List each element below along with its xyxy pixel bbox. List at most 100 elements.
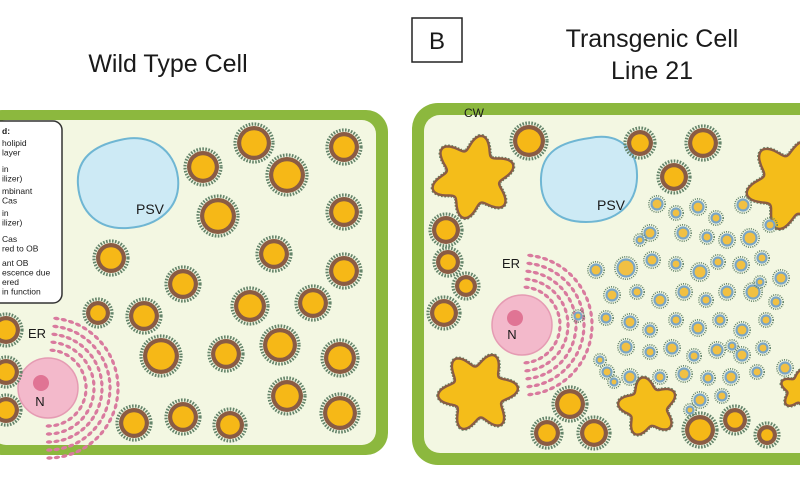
right-er-label: ER	[502, 256, 520, 271]
small-oil-body	[641, 321, 658, 338]
er-segment	[573, 277, 579, 283]
er-segment	[53, 439, 60, 444]
oil-body	[265, 153, 309, 197]
right-nucleus	[491, 294, 553, 356]
er-segment	[78, 343, 85, 348]
small-oil-body	[674, 364, 693, 383]
er-segment	[115, 373, 119, 380]
er-segment	[99, 340, 104, 346]
er-segment	[98, 372, 103, 380]
er-segment	[554, 373, 561, 379]
legend-entry-text: Cas	[2, 234, 17, 244]
er-segment	[52, 324, 59, 329]
small-oil-body	[662, 338, 681, 357]
er-segment	[567, 296, 572, 303]
er-segment	[549, 346, 555, 352]
oil-body	[164, 398, 202, 436]
small-oil-body	[620, 367, 639, 386]
er-segment	[577, 283, 583, 289]
er-segment	[545, 360, 551, 366]
er-segment	[549, 298, 555, 304]
er-segment	[587, 303, 592, 310]
small-oil-body	[632, 233, 647, 248]
er-segment	[542, 256, 549, 261]
er-segment	[59, 325, 66, 330]
er-segment	[566, 321, 570, 329]
er-segment	[581, 289, 587, 296]
er-segment	[58, 333, 65, 338]
small-oil-body	[731, 255, 750, 274]
small-oil-body	[673, 224, 692, 243]
oil-body	[576, 415, 612, 451]
er-segment	[582, 321, 586, 329]
er-segment	[532, 375, 539, 380]
er-segment	[556, 349, 562, 356]
er-segment	[552, 364, 559, 370]
oil-body-aggregate	[616, 375, 677, 437]
er-segment	[72, 348, 78, 353]
er-segment	[525, 376, 532, 381]
left-nucleus	[17, 357, 79, 419]
panel-letter: B	[429, 28, 445, 55]
er-segment	[60, 446, 68, 450]
oil-body	[183, 147, 223, 187]
er-segment	[562, 267, 568, 272]
er-segment	[545, 284, 551, 290]
er-segment	[547, 377, 554, 383]
small-oil-body	[690, 390, 709, 409]
er-segment	[526, 384, 533, 389]
er-segment	[116, 388, 120, 395]
er-segment	[570, 357, 576, 364]
er-segment	[91, 379, 96, 386]
small-oil-body	[689, 261, 710, 282]
right-panel-title-line2: Line 21	[611, 57, 693, 85]
er-segment	[570, 286, 576, 293]
er-segment	[87, 365, 92, 371]
er-segment	[567, 372, 574, 379]
er-segment	[540, 381, 548, 385]
oil-body-aggregate	[436, 353, 520, 431]
small-oil-body	[753, 250, 770, 267]
er-segment	[537, 289, 544, 294]
right-er	[523, 253, 594, 397]
bottom-margin	[0, 468, 800, 480]
small-oil-body	[752, 274, 767, 289]
er-segment	[67, 443, 75, 448]
small-oil-body	[713, 387, 730, 404]
left-nucleolus	[33, 375, 49, 391]
er-segment	[534, 391, 541, 396]
small-oil-body	[748, 363, 765, 380]
er-segment	[558, 318, 562, 325]
er-segment	[543, 351, 550, 357]
right-oil-body-aggregates	[430, 133, 800, 437]
small-oil-body	[602, 285, 621, 304]
er-segment	[73, 411, 79, 417]
er-segment	[87, 330, 94, 335]
left-panel: Wild Type Cell PSV d: holipidlayeriniliz…	[0, 50, 388, 460]
er-segment	[534, 254, 541, 259]
left-oil-bodies	[0, 122, 363, 443]
er-segment	[80, 415, 86, 421]
legend-entry-text: ant OB	[2, 258, 29, 268]
oil-body-aggregate	[430, 133, 516, 221]
small-oil-body	[642, 251, 661, 270]
er-segment	[60, 317, 67, 322]
er-segment	[84, 347, 90, 354]
oil-body	[255, 235, 293, 273]
small-oil-body	[606, 374, 621, 389]
right-oil-bodies	[426, 121, 781, 451]
small-oil-body	[616, 337, 635, 356]
er-segment	[83, 390, 88, 397]
oil-body	[0, 312, 24, 348]
small-oil-body	[761, 217, 778, 234]
small-oil-body	[667, 311, 684, 328]
er-segment	[80, 334, 86, 340]
oil-body	[623, 126, 657, 160]
er-segment	[46, 456, 53, 460]
small-oil-body	[650, 290, 669, 309]
er-segment	[589, 310, 593, 317]
er-segment	[107, 391, 112, 398]
left-vacuole	[76, 137, 180, 230]
er-segment	[81, 326, 88, 331]
er-segment	[61, 454, 68, 458]
